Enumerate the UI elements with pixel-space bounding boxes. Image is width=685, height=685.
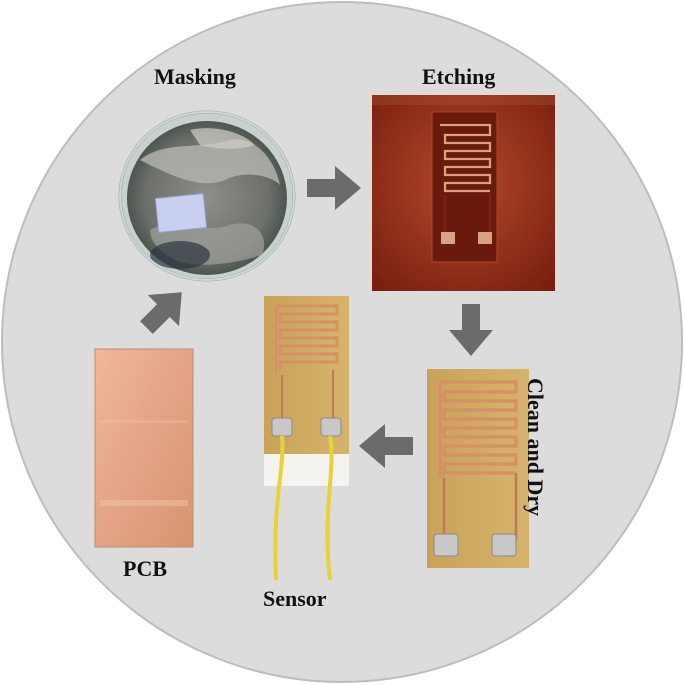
etching-photo — [372, 95, 555, 291]
pcb-plate — [94, 348, 194, 548]
arrow-etching-to-clean — [449, 304, 493, 356]
sensor-wire-right — [325, 435, 334, 581]
arrow-pcb-to-masking — [140, 292, 182, 334]
masking-dish — [118, 110, 296, 282]
sensor-label: Sensor — [263, 586, 327, 611]
sensor-wire-left — [273, 435, 285, 581]
arrow-clean-to-sensor — [359, 424, 413, 468]
clean-dry-photo — [427, 369, 529, 568]
arrow-masking-to-etching — [307, 166, 361, 210]
clean-and-dry-label: Clean and Dry — [523, 378, 548, 517]
masking-label: Masking — [154, 64, 236, 89]
etching-label: Etching — [422, 64, 496, 89]
pcb-label: PCB — [123, 556, 167, 581]
sensor-photo — [264, 296, 349, 581]
